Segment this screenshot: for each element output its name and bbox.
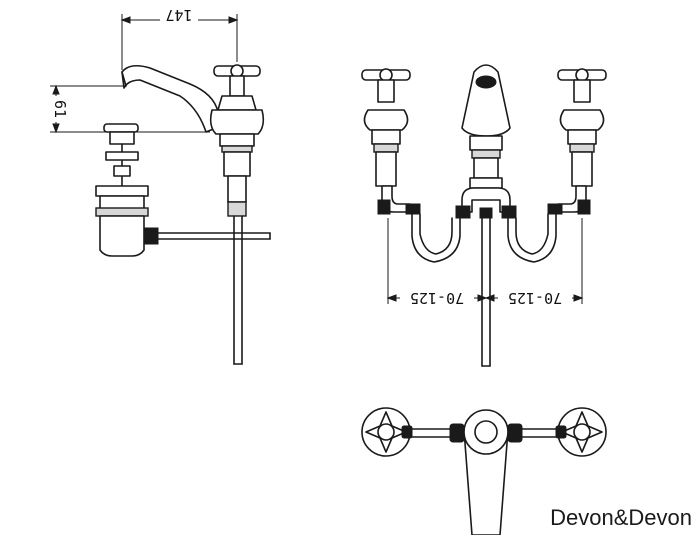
dimension-spacing: 70-125 70-125 [386,218,584,308]
front-view: 70-125 70-125 [361,64,607,367]
right-valve [507,68,607,263]
dim-spacing-left: 70-125 [410,289,464,307]
right-cross-handle-top [555,407,607,457]
dimension-61: 61 [50,84,210,134]
dim-spout-height: 61 [51,100,69,118]
left-cross-handle-top [361,407,413,457]
brand-watermark: Devon&Devon [550,505,692,530]
center-spout [455,64,517,367]
side-view: 147 61 [50,6,271,365]
dimension-147: 147 [120,6,239,70]
dim-spacing-right: 70-125 [508,289,562,307]
top-view [361,407,607,535]
left-valve [361,68,461,263]
dim-spout-length: 147 [165,6,192,24]
